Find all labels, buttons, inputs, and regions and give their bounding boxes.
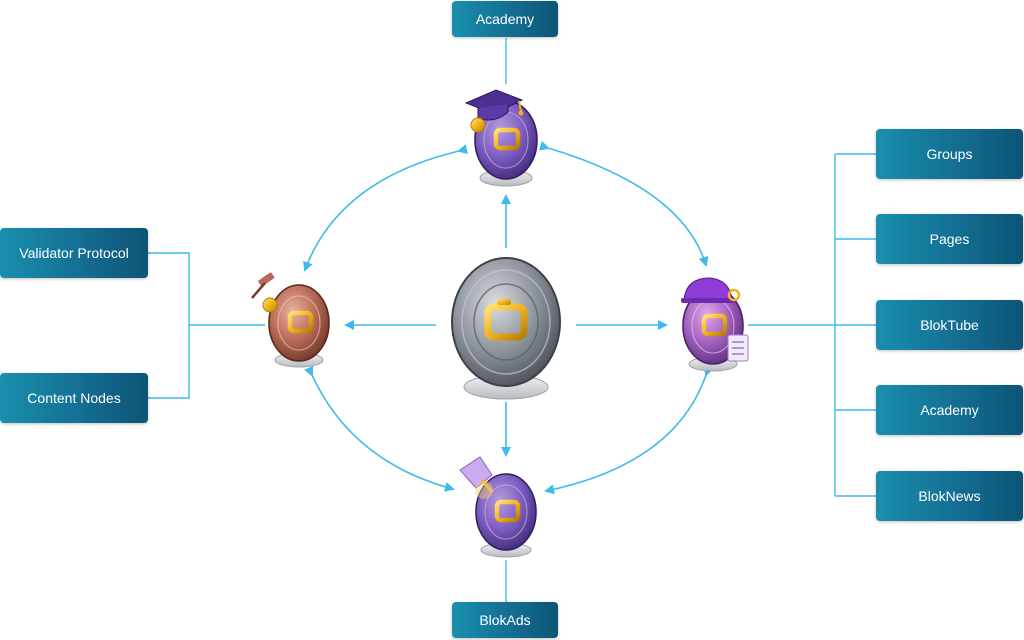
blokads-box[interactable]: BlokAds [452,602,558,638]
academy-top-label: Academy [475,11,535,27]
academy-token-icon [464,89,538,187]
ads-token-icon [459,456,537,558]
bloktube-label: BlokTube [920,317,979,333]
arrow-right-bottom-arc [544,365,714,495]
center-arrows [344,194,668,457]
core-token-icon [451,257,561,400]
gavel-icon [251,272,275,299]
checklist-icon [727,334,749,362]
social-token-icon [681,277,749,372]
graduation-cap-icon [464,89,524,121]
blokads-label: BlokAds [479,612,531,628]
arrow-top-right-arc [538,140,709,267]
arrow-top-left-arc [303,144,468,272]
gear-icon [727,288,741,302]
pages-label: Pages [929,231,970,247]
bloktube-box[interactable]: BlokTube [876,300,1023,350]
ring-arrows [303,140,714,495]
pages-box[interactable]: Pages [876,214,1023,264]
funnel-icon [459,456,494,499]
coin-icon [470,117,486,133]
content-nodes-box[interactable]: Content Nodes [0,373,148,423]
bloknews-label: BlokNews [918,488,981,504]
validator-protocol-box[interactable]: Validator Protocol [0,228,148,278]
validator-protocol-label: Validator Protocol [19,245,129,261]
connector-left-bracket [148,252,190,399]
groups-box[interactable]: Groups [876,129,1023,179]
arrow-left-bottom-arc [304,365,455,492]
academy-right-label: Academy [920,402,979,418]
academy-right-box[interactable]: Academy [876,385,1023,435]
bloknews-box[interactable]: BlokNews [876,471,1023,521]
hard-hat-icon [681,277,736,303]
validator-token-icon [251,272,330,368]
coin-icon [262,297,278,313]
academy-top-box[interactable]: Academy [452,1,558,37]
content-nodes-label: Content Nodes [27,390,121,406]
groups-label: Groups [926,146,973,162]
box-connectors [148,38,876,602]
